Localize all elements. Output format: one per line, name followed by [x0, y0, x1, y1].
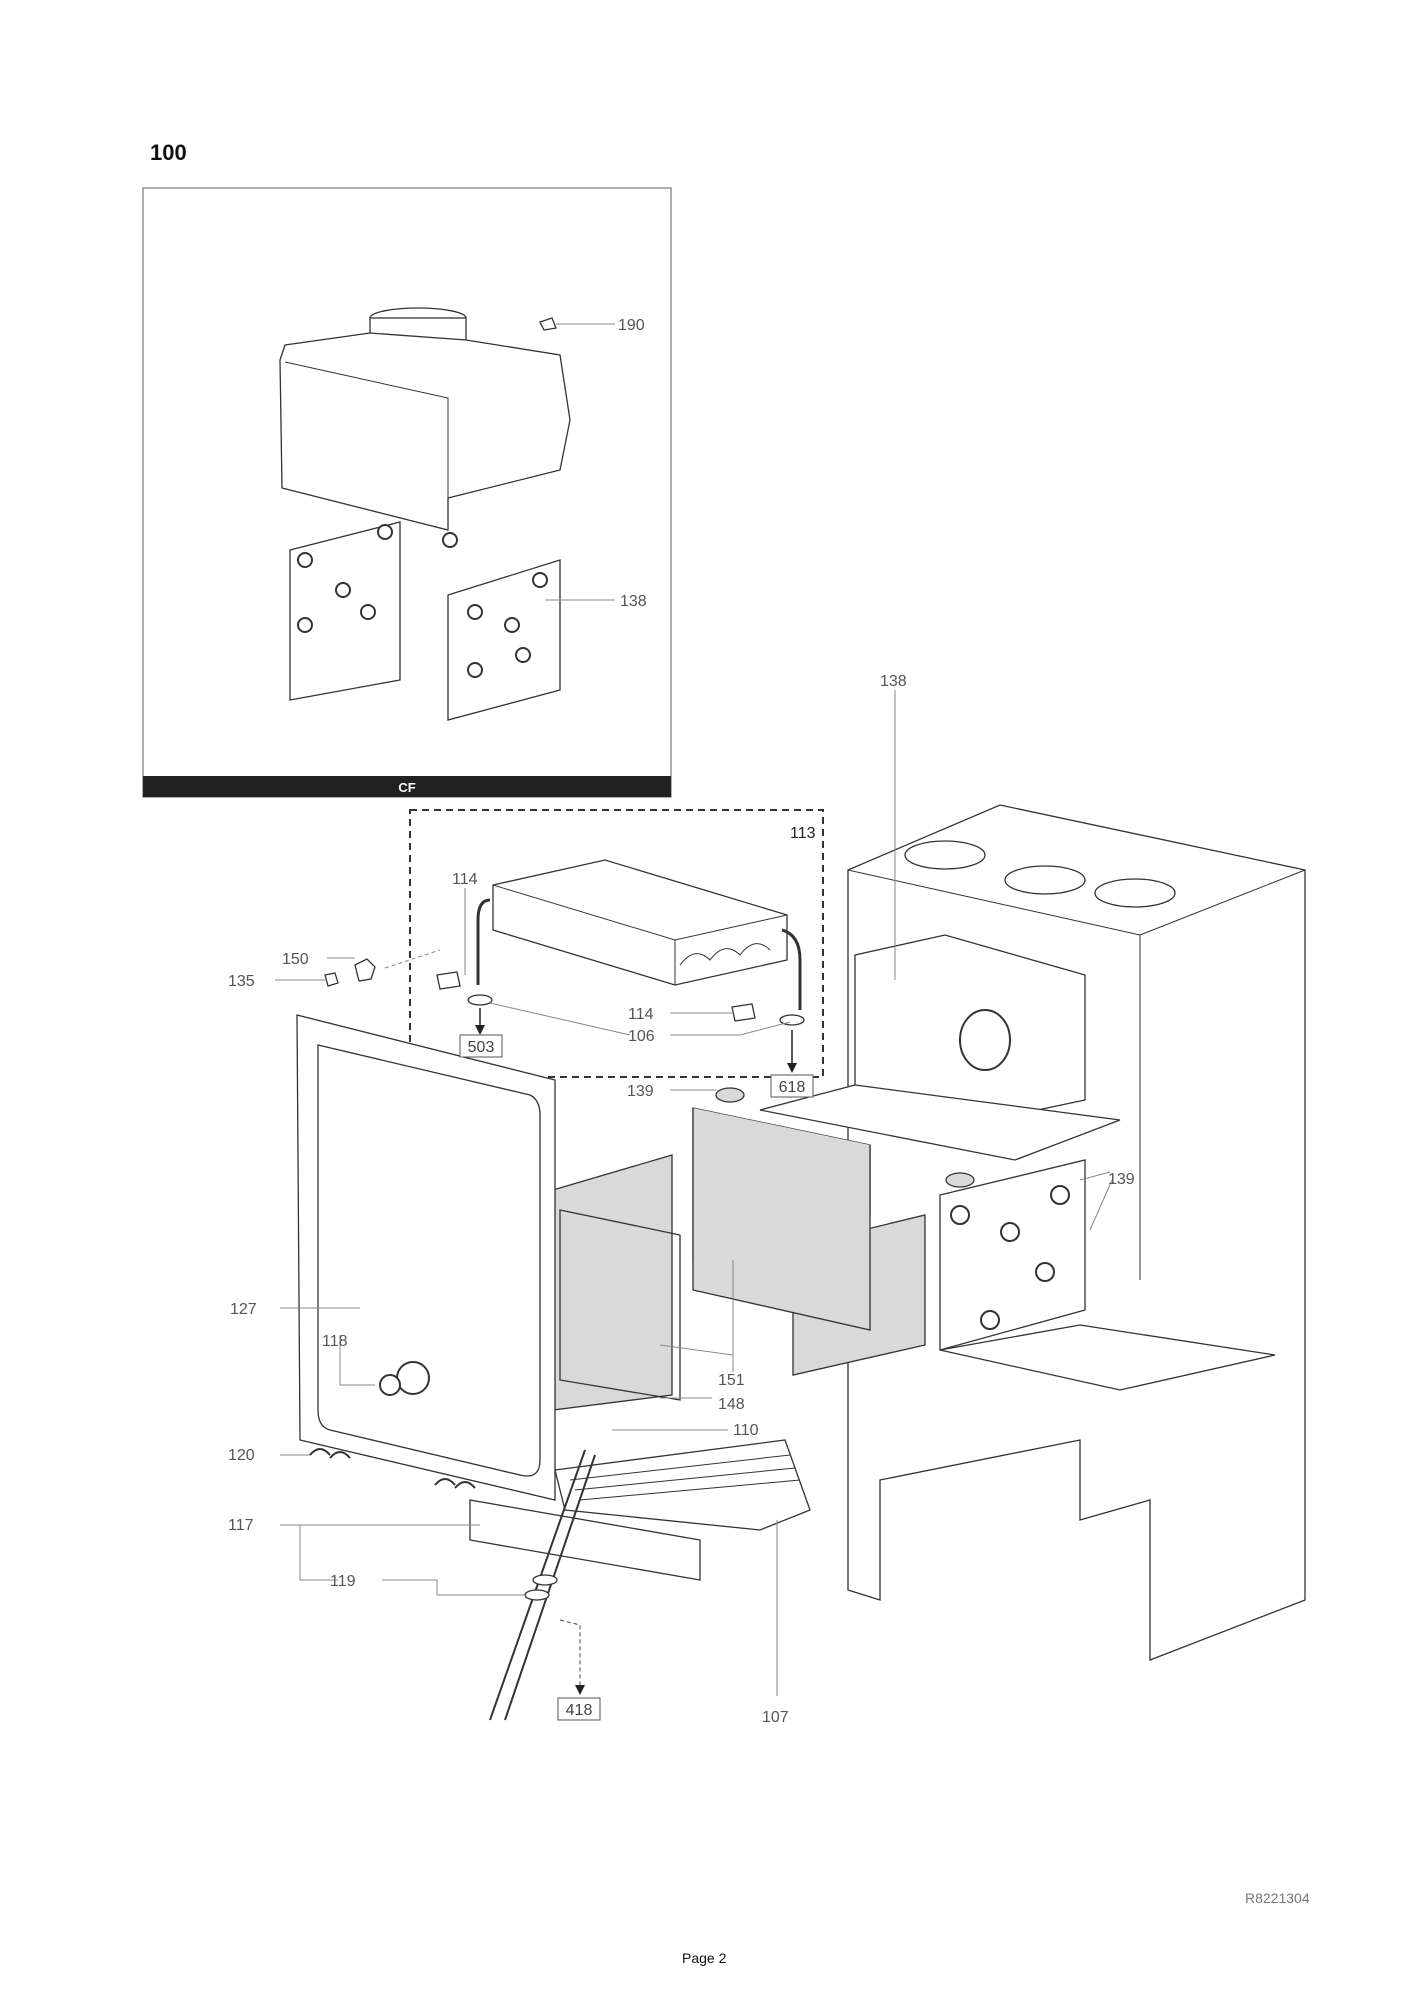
label-110: 110 [733, 1422, 759, 1439]
reference-418[interactable]: 418 [557, 1697, 601, 1721]
label-106: 106 [628, 1028, 655, 1045]
label-138-inset: 138 [620, 593, 647, 610]
insulation-panel [552, 1154, 673, 1411]
label-120: 120 [228, 1447, 255, 1464]
label-148: 148 [718, 1396, 745, 1413]
screw-135-part [324, 972, 339, 987]
inset-panel: CF 190 138 [142, 187, 672, 798]
reference-503-text: 503 [468, 1039, 495, 1056]
reference-418-text: 418 [566, 1702, 593, 1719]
inset-caption: CF [398, 780, 415, 795]
heat-exchanger [476, 859, 802, 1010]
label-138: 138 [880, 673, 907, 690]
pipe-clip-right-part [731, 1003, 756, 1022]
heat-exchanger-group-outline [409, 809, 824, 1078]
boiler-chassis [759, 804, 1306, 1661]
label-139-right: 139 [1108, 1171, 1135, 1188]
label-135: 135 [228, 973, 255, 990]
label-114-right: 114 [628, 1006, 654, 1023]
page-number: Page 2 [682, 1950, 727, 1966]
label-150: 150 [282, 951, 309, 968]
inset-boiler-drawing [279, 307, 571, 721]
insulation-panel-rear [692, 1108, 871, 1331]
label-118: 118 [322, 1333, 348, 1350]
reference-503[interactable]: 503 [459, 1034, 503, 1058]
burner-assembly [309, 1439, 811, 1721]
label-113: 113 [790, 825, 816, 842]
label-127: 127 [230, 1301, 257, 1318]
clip-150-part [354, 958, 376, 982]
drawing-reference: R8221304 [1245, 1890, 1310, 1906]
label-107: 107 [762, 1709, 789, 1726]
diagram-number: 100 [150, 140, 187, 165]
label-151: 151 [718, 1372, 745, 1389]
pipe-clip-left-part [436, 971, 461, 990]
reference-618[interactable]: 618 [770, 1074, 814, 1098]
label-119: 119 [330, 1573, 356, 1590]
label-139-left: 139 [627, 1083, 654, 1100]
front-panel [296, 1014, 556, 1501]
reference-618-text: 618 [779, 1079, 806, 1096]
label-117: 117 [228, 1517, 254, 1534]
washer-139-left-part [715, 1087, 745, 1103]
label-114-left: 114 [452, 871, 478, 888]
washer-139-right-part [945, 1172, 975, 1188]
label-190: 190 [618, 317, 645, 334]
